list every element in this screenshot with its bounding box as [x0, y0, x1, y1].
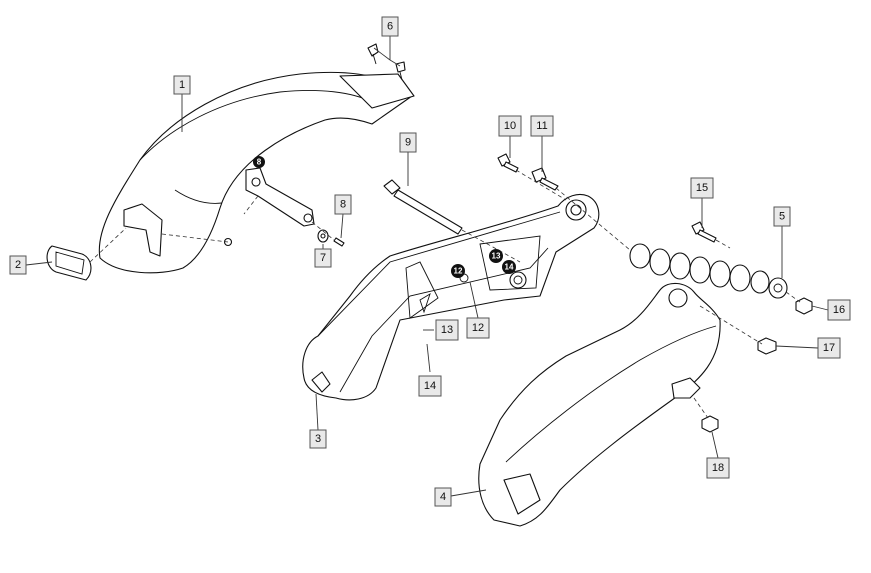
callout-12: 12: [466, 317, 490, 339]
callout-3: 3: [309, 429, 327, 449]
callout-label: 9: [405, 137, 411, 149]
callout-9: 9: [399, 132, 417, 153]
callout-8: 8: [334, 194, 352, 215]
badge-label: 13: [492, 252, 501, 261]
callout-16: 16: [827, 299, 851, 321]
badge-12: 12: [451, 264, 465, 278]
leader-lines: [25, 36, 829, 497]
callout-label: 12: [472, 322, 484, 334]
callout-label: 5: [779, 211, 785, 223]
callout-4: 4: [434, 487, 452, 507]
callout-label: 16: [833, 304, 845, 316]
badge-label: 12: [454, 267, 463, 276]
rear-fender: [98, 71, 415, 274]
badge-label: 8: [257, 158, 262, 167]
callout-label: 7: [320, 252, 326, 264]
callout-label: 18: [712, 462, 724, 474]
callout-label: 1: [179, 79, 185, 91]
nut-18: [701, 415, 719, 433]
callout-13: 13: [435, 319, 459, 341]
callout-2: 2: [9, 255, 27, 275]
assembly-lines: [89, 169, 801, 419]
callout-14: 14: [418, 375, 442, 397]
fender-bracket: [245, 167, 315, 227]
callout-label: 14: [424, 380, 436, 392]
callout-label: 6: [387, 21, 393, 33]
callout-label: 11: [536, 120, 547, 132]
callout-17: 17: [817, 337, 841, 359]
callout-5: 5: [773, 206, 791, 227]
callout-15: 15: [690, 177, 714, 199]
callout-label: 10: [504, 120, 516, 132]
pivot-bolts: [497, 153, 559, 191]
swing-arm-cover: [478, 282, 721, 527]
callout-label: 2: [15, 259, 21, 271]
callout-label: 8: [340, 199, 346, 211]
shock-upper-bolt: [691, 221, 717, 243]
badge-14: 14: [502, 260, 516, 274]
badge-13: 13: [489, 249, 503, 263]
callout-label: 3: [315, 433, 321, 445]
badge-label: 14: [505, 263, 514, 272]
callout-label: 4: [440, 491, 446, 503]
rear-shock-absorber: [629, 243, 788, 299]
callout-10: 10: [498, 115, 522, 137]
callout-label: 17: [823, 342, 835, 354]
callout-7: 7: [314, 248, 332, 268]
callout-18: 18: [706, 457, 730, 479]
swing-arm: [302, 193, 600, 401]
axle-bolt: [383, 179, 463, 235]
nut-17: [757, 337, 777, 355]
callout-label: 13: [441, 324, 453, 336]
reflector: [46, 245, 92, 281]
callout-11: 11: [530, 115, 554, 137]
badge-8: 8: [253, 156, 265, 168]
callout-6: 6: [381, 16, 399, 37]
callout-label: 15: [696, 182, 708, 194]
callout-1: 1: [173, 75, 191, 95]
